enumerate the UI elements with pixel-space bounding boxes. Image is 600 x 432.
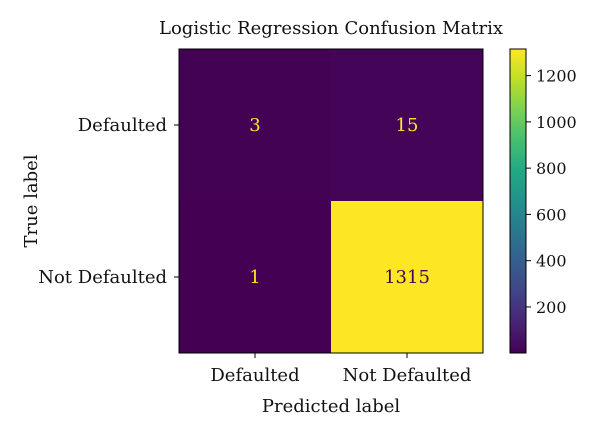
matrix-cell [179, 201, 331, 353]
matrix-cell-labels: 3 15 1 1315 [249, 115, 430, 288]
x-tick-label: Defaulted [210, 365, 299, 386]
matrix-cells [179, 49, 483, 353]
y-tick-label: Not Defaulted [38, 267, 167, 288]
y-axis-label: True label [21, 154, 42, 247]
matrix-cell [179, 49, 331, 201]
colorbar-tick-label: 600 [536, 205, 567, 224]
matrix-cell-value: 1315 [384, 267, 430, 288]
colorbar-tick-label: 1200 [536, 67, 577, 86]
x-tick-label: Not Defaulted [343, 365, 472, 386]
matrix-cell [331, 201, 483, 353]
x-axis-ticks: Defaulted Not Defaulted [210, 353, 471, 386]
matrix-cell-value: 15 [396, 115, 419, 136]
matrix-cell-value: 3 [249, 115, 260, 136]
colorbar-tick-label: 400 [536, 252, 567, 271]
colorbar-ticks: 200 400 600 800 1000 1200 [526, 67, 577, 317]
colorbar-tick-label: 800 [536, 159, 567, 178]
colorbar [509, 48, 527, 354]
chart-title: Logistic Regression Confusion Matrix [159, 18, 503, 39]
matrix-cell [331, 49, 483, 201]
colorbar-tick-label: 1000 [536, 113, 577, 132]
matrix-cell-value: 1 [249, 267, 260, 288]
matrix-frame [178, 48, 484, 354]
y-tick-label: Defaulted [78, 115, 167, 136]
colorbar-tick-label: 200 [536, 298, 567, 317]
x-axis-label: Predicted label [262, 396, 401, 417]
